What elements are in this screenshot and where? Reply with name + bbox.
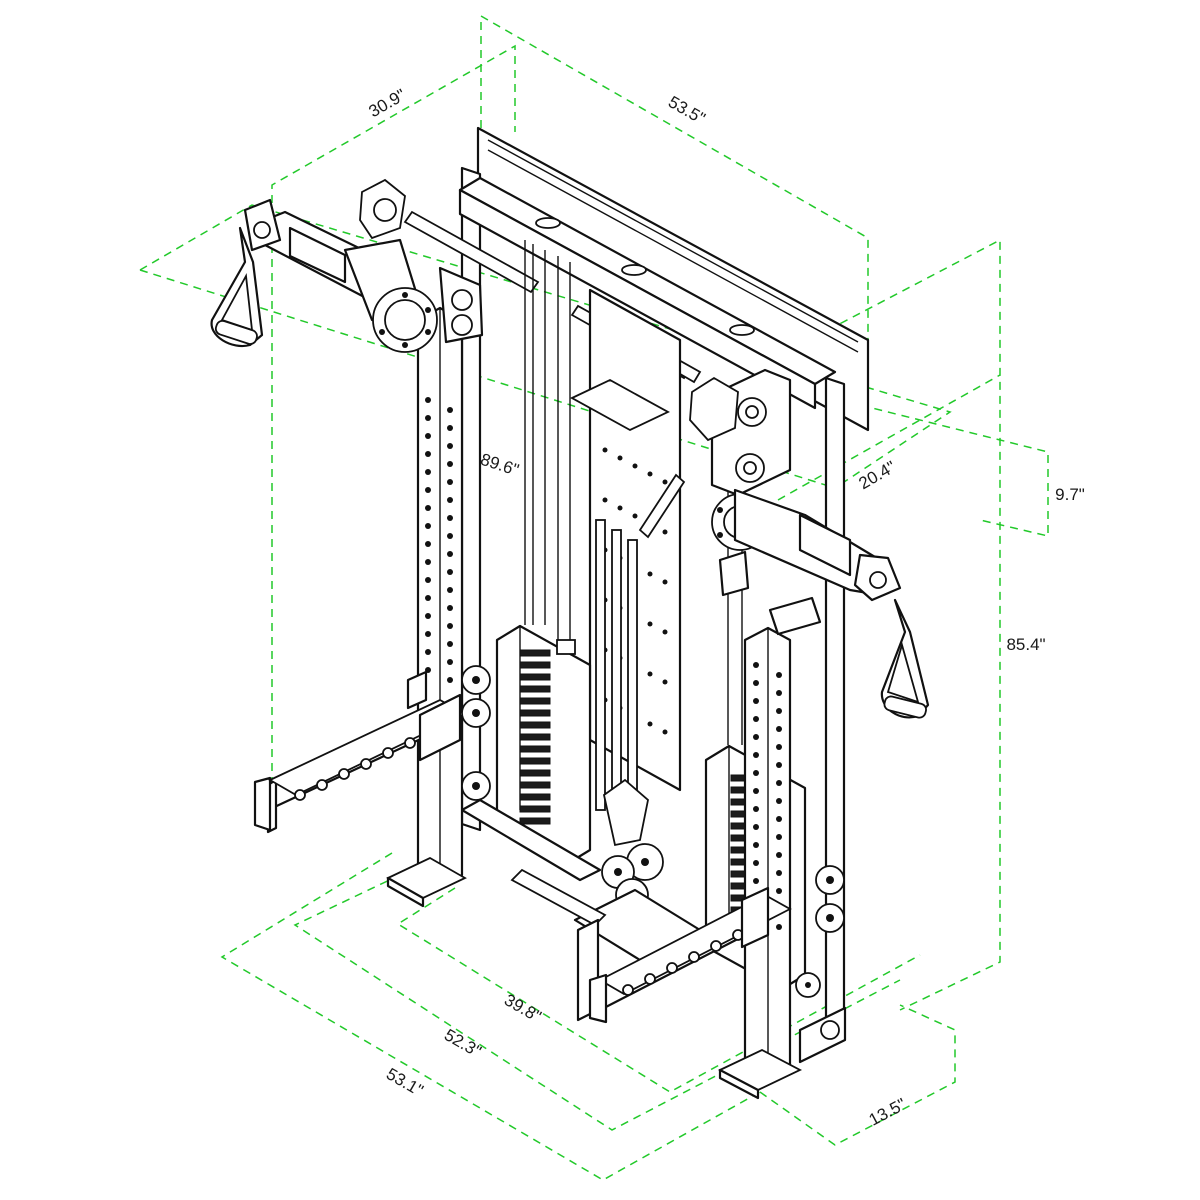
dim-guide-arm-depth <box>777 374 1001 501</box>
label-height: 85.4" <box>1006 635 1045 654</box>
foot-roller <box>510 868 607 927</box>
dim-guide-arm-height <box>819 394 1049 537</box>
dim-guide-base-width <box>293 874 901 1131</box>
left-weight-stack <box>495 624 592 866</box>
accessory-shelf <box>570 378 670 432</box>
label-top-width: 53.5" <box>665 92 708 128</box>
storage-bar-1 <box>595 519 606 811</box>
dim-guide-top-width <box>480 14 869 360</box>
left-lower-pulleys <box>461 665 491 801</box>
front-left-upright <box>386 306 467 908</box>
top-crossbeam-front <box>458 188 817 410</box>
pull-up-bar <box>403 210 540 294</box>
right-handle <box>880 598 930 719</box>
dim-guide-inner-width <box>396 887 921 1093</box>
right-spotter-arm <box>588 886 792 1024</box>
left-handle <box>210 226 264 348</box>
label-base-depth: 13.5" <box>866 1095 909 1130</box>
left-spotter-sleeve <box>418 693 462 762</box>
rear-left-upright <box>460 166 482 832</box>
left-pivot-arm <box>243 178 484 353</box>
label-arm-span: 89.6" <box>478 450 521 480</box>
front-right-upright <box>717 626 803 1100</box>
label-inner-width: 39.8" <box>501 990 544 1026</box>
right-spotter-sleeve <box>740 886 770 949</box>
label-top-depth: 30.9" <box>366 85 409 121</box>
dim-guide-height <box>827 238 1001 1011</box>
angled-handle <box>638 473 686 539</box>
right-pivot-arm <box>689 368 902 636</box>
lower-rail <box>460 798 602 882</box>
label-base-width: 52.3" <box>441 1025 484 1061</box>
label-footprint: 53.1" <box>383 1064 426 1100</box>
left-spotter-arm <box>253 670 467 834</box>
rack-line-art <box>210 126 930 1100</box>
label-arm-depth: 20.4" <box>856 457 899 493</box>
right-pulley-housing <box>689 376 739 442</box>
dimension-guides <box>139 14 1049 1181</box>
label-arm-height: 9.7" <box>1055 485 1085 504</box>
dim-guide-base-depth <box>759 1004 956 1146</box>
rear-right-upright <box>824 376 846 1042</box>
dim-guide-footprint <box>220 852 761 1181</box>
